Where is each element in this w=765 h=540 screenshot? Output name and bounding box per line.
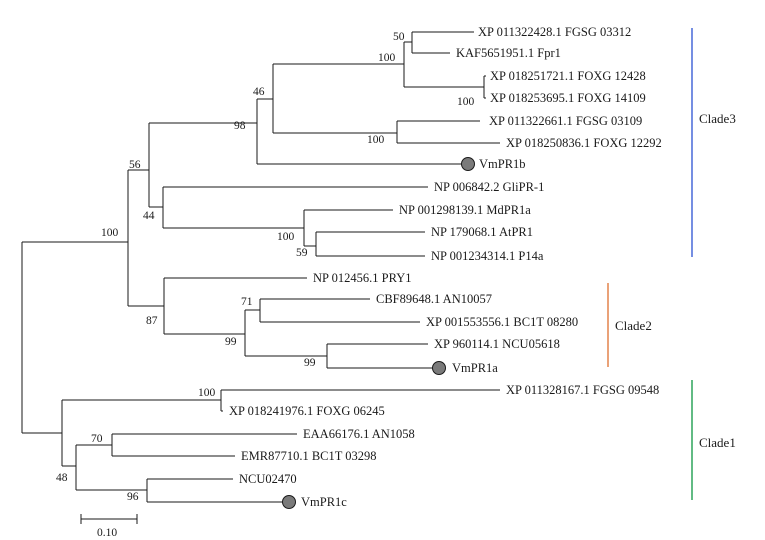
clade2-label: Clade2 [615,318,652,333]
taxon-label: VmPR1c [301,495,347,509]
taxon-label: NP 001234314.1 P14a [431,249,544,263]
scale-bar: 0.10 [80,514,138,539]
tree-branches [21,31,500,503]
vmpr1b-marker [461,157,475,171]
taxon-label: VmPR1a [452,361,498,375]
taxon-label: EMR87710.1 BC1T 03298 [241,449,377,463]
taxon-label: XP 011322661.1 FGSG 03109 [489,114,642,128]
clade-annotations: Clade3 Clade2 Clade1 [607,28,736,500]
highlight-markers [282,157,475,509]
vmpr1a-marker [432,361,446,375]
bootstrap-value: 100 [378,52,396,64]
bootstrap-value: 50 [393,31,405,43]
bootstrap-value: 99 [304,357,316,369]
taxon-label: NP 179068.1 AtPR1 [431,225,533,239]
bootstrap-value: 100 [101,227,119,239]
taxon-label: VmPR1b [479,157,526,171]
taxon-labels: XP 011322428.1 FGSG 03312 KAF5651951.1 F… [229,25,662,509]
bootstrap-value: 71 [241,296,253,308]
bootstrap-value: 46 [253,86,265,98]
taxon-label: CBF89648.1 AN10057 [376,292,492,306]
bootstrap-values: 50 100 100 46 100 98 56 44 100 59 100 87… [56,31,475,503]
bootstrap-value: 59 [296,247,308,259]
bootstrap-value: 70 [91,433,103,445]
taxon-label: XP 011322428.1 FGSG 03312 [478,25,631,39]
taxon-label: XP 018253695.1 FOXG 14109 [490,91,646,105]
taxon-label: XP 011328167.1 FGSG 09548 [506,383,659,397]
scale-bar-label: 0.10 [97,527,117,539]
taxon-label: XP 018251721.1 FOXG 12428 [490,69,646,83]
bootstrap-value: 100 [198,387,216,399]
clade3-label: Clade3 [699,111,736,126]
taxon-label: NP 001298139.1 MdPR1a [399,203,531,217]
taxon-label: XP 018250836.1 FOXG 12292 [506,136,662,150]
taxon-label: XP 960114.1 NCU05618 [434,337,560,351]
bootstrap-value: 48 [56,472,68,484]
bootstrap-value: 100 [277,231,295,243]
bootstrap-value: 56 [129,159,141,171]
bootstrap-value: 100 [367,134,385,146]
clade1-label: Clade1 [699,435,736,450]
vmpr1c-marker [282,495,296,509]
bootstrap-value: 100 [457,96,475,108]
bootstrap-value: 98 [234,120,246,132]
taxon-label: KAF5651951.1 Fpr1 [456,46,561,60]
taxon-label: NCU02470 [239,472,297,486]
bootstrap-value: 44 [143,210,155,222]
bootstrap-value: 96 [127,491,139,503]
bootstrap-value: 87 [146,315,158,327]
taxon-label: NP 006842.2 GliPR-1 [434,180,544,194]
taxon-label: NP 012456.1 PRY1 [313,271,412,285]
bootstrap-value: 99 [225,336,237,348]
taxon-label: EAA66176.1 AN1058 [303,427,415,441]
taxon-label: XP 001553556.1 BC1T 08280 [426,315,578,329]
taxon-label: XP 018241976.1 FOXG 06245 [229,404,385,418]
